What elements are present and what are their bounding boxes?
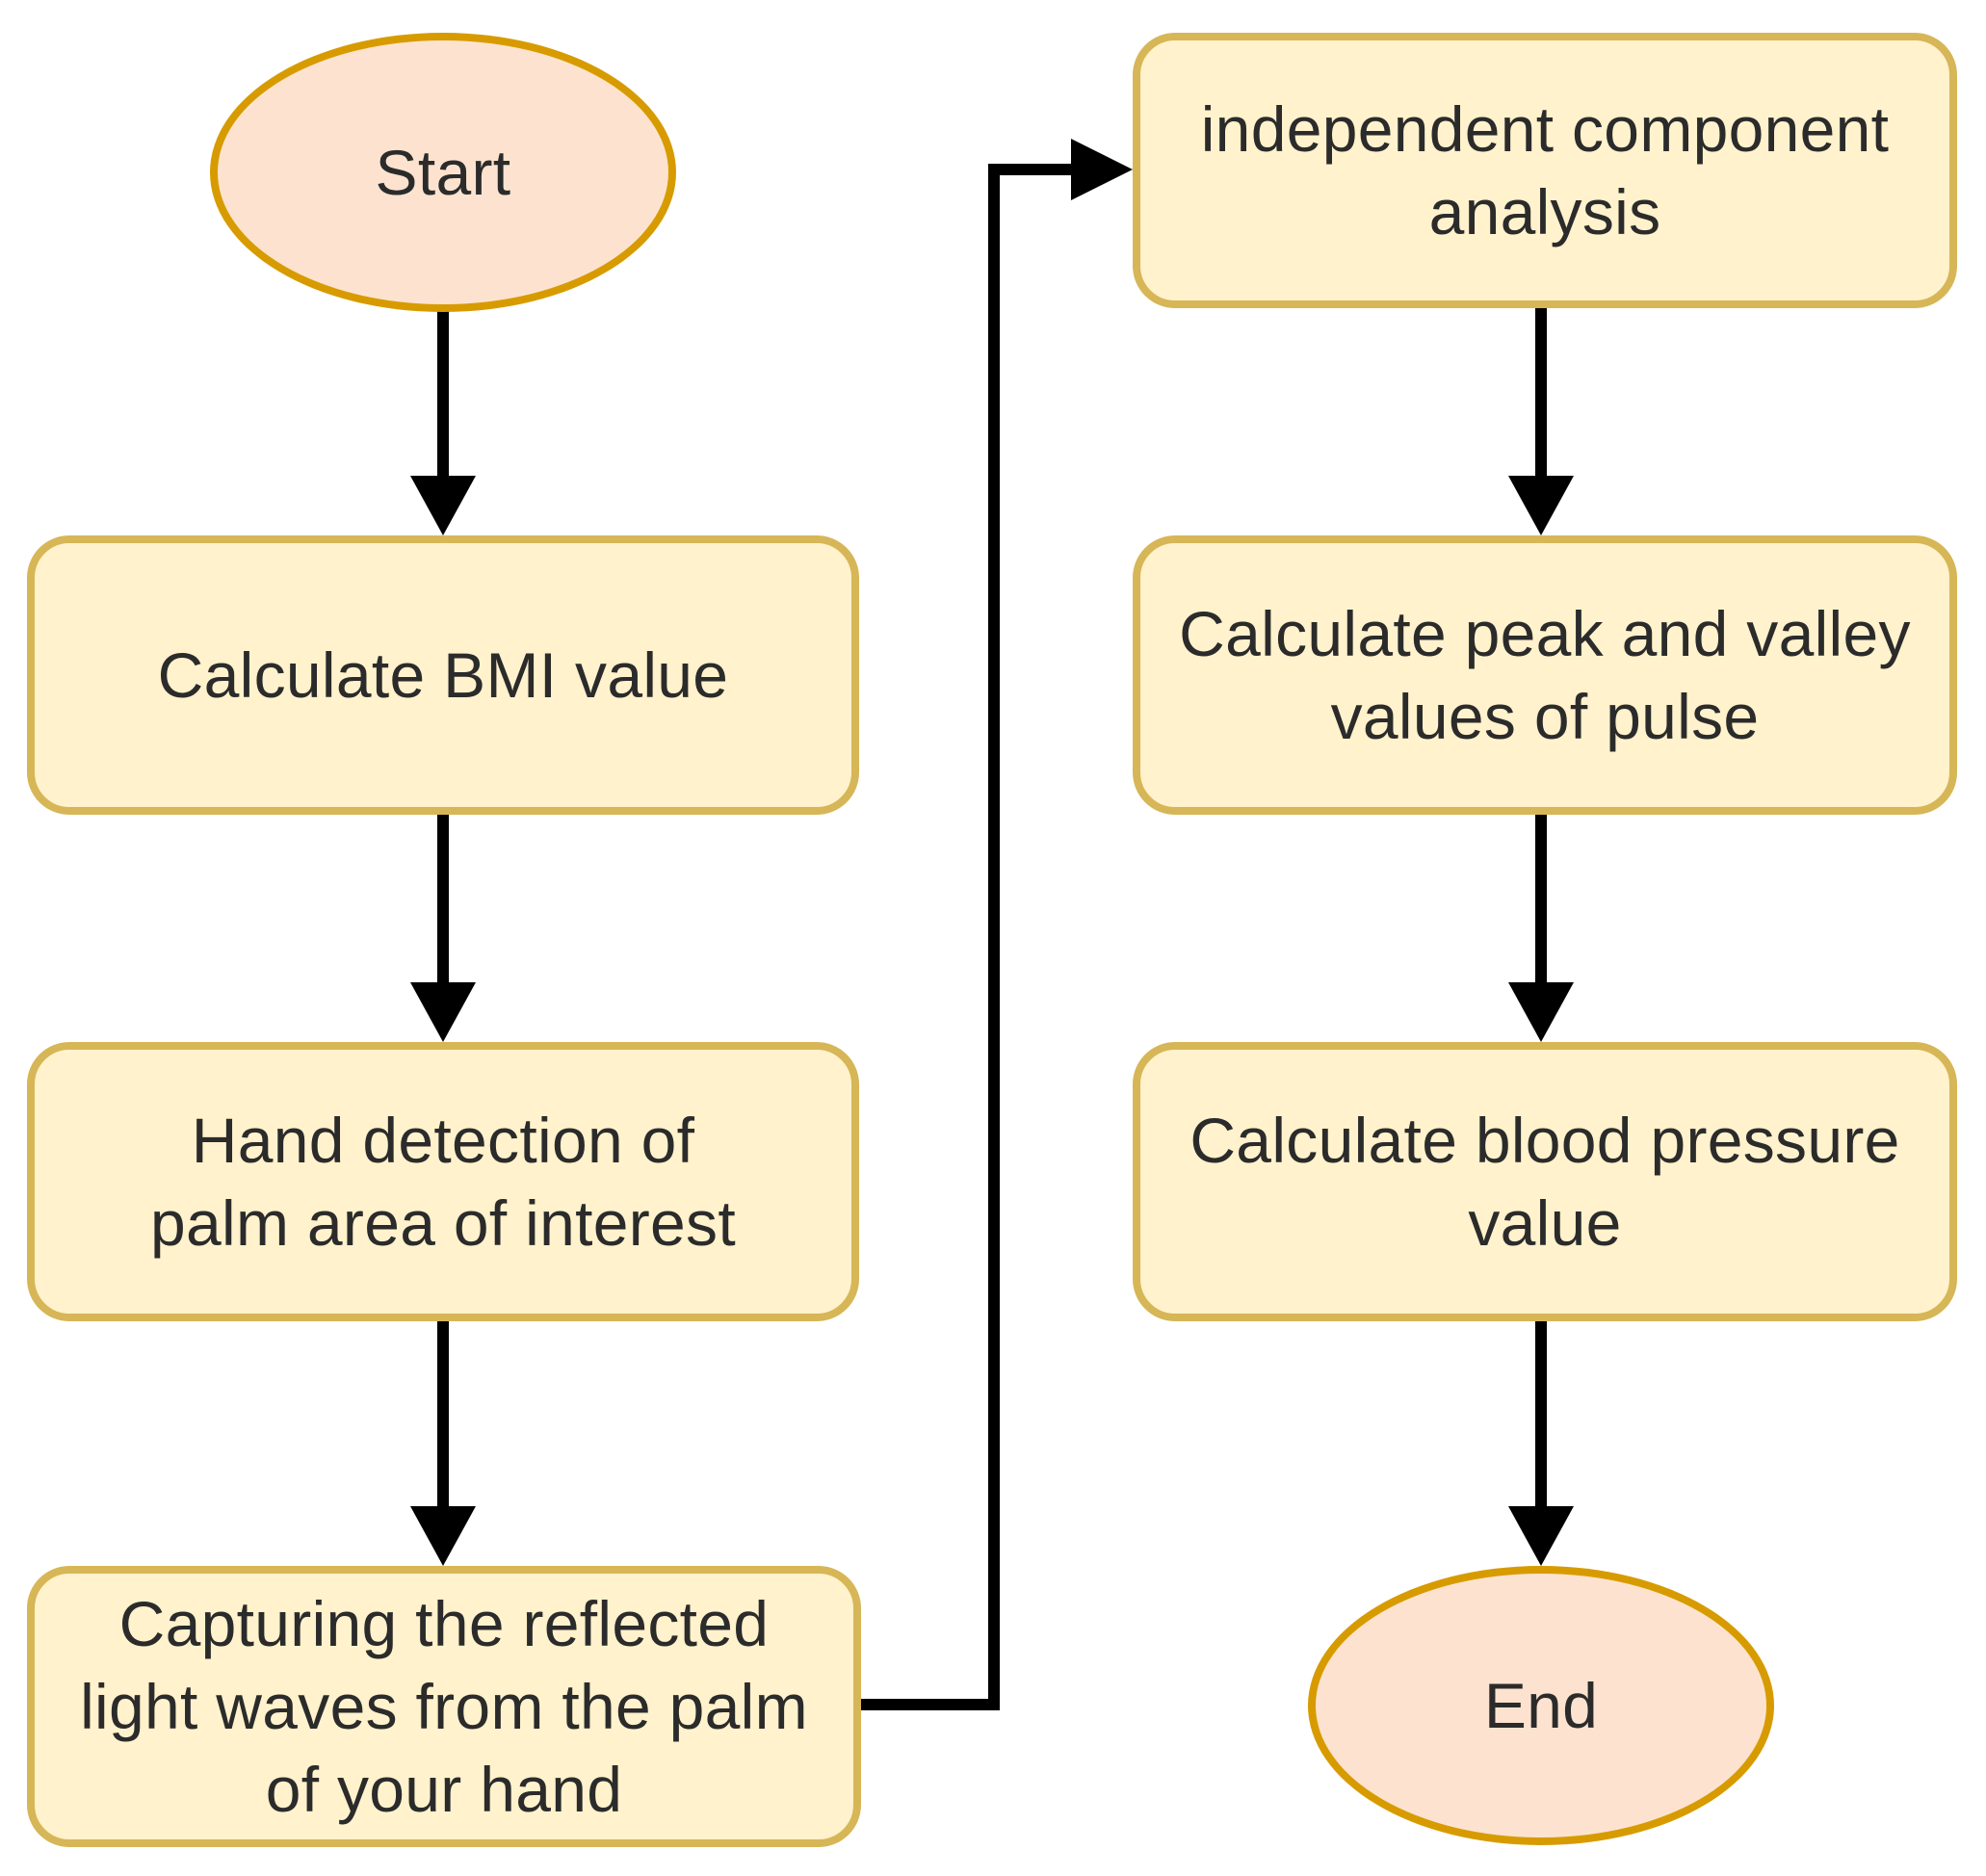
capture-light-waves-label: Capturing the reflected light waves from… xyxy=(80,1588,808,1825)
arrowhead-blood-pressure xyxy=(1508,982,1574,1042)
start-label: Start xyxy=(375,137,511,208)
ica-label: independent component analysis xyxy=(1200,93,1890,248)
arrowhead-end xyxy=(1508,1506,1574,1566)
blood-pressure-node: Calculate blood pressure value xyxy=(1133,1042,1957,1321)
blood-pressure-label: Calculate blood pressure value xyxy=(1189,1105,1900,1259)
start-node: Start xyxy=(210,33,676,312)
end-label: End xyxy=(1483,1670,1599,1741)
calculate-bmi-label: Calculate BMI value xyxy=(157,639,729,711)
peak-valley-label: Calculate peak and valley values of puls… xyxy=(1179,598,1911,752)
hand-detection-label: Hand detection of palm area of interest xyxy=(150,1105,736,1259)
arrowhead-bmi xyxy=(410,476,476,535)
calculate-bmi-node: Calculate BMI value xyxy=(27,535,859,815)
arrowhead-capture xyxy=(410,1506,476,1566)
end-node: End xyxy=(1308,1566,1774,1845)
arrowhead-hand-detection xyxy=(410,982,476,1042)
arrowhead-peak-valley xyxy=(1508,476,1574,535)
edge-capture-to-ica xyxy=(861,164,1077,1710)
ica-node: independent component analysis xyxy=(1133,33,1957,308)
peak-valley-node: Calculate peak and valley values of puls… xyxy=(1133,535,1957,815)
arrowhead-ica xyxy=(1071,139,1133,200)
capture-light-waves-node: Capturing the reflected light waves from… xyxy=(27,1566,861,1847)
hand-detection-node: Hand detection of palm area of interest xyxy=(27,1042,859,1321)
